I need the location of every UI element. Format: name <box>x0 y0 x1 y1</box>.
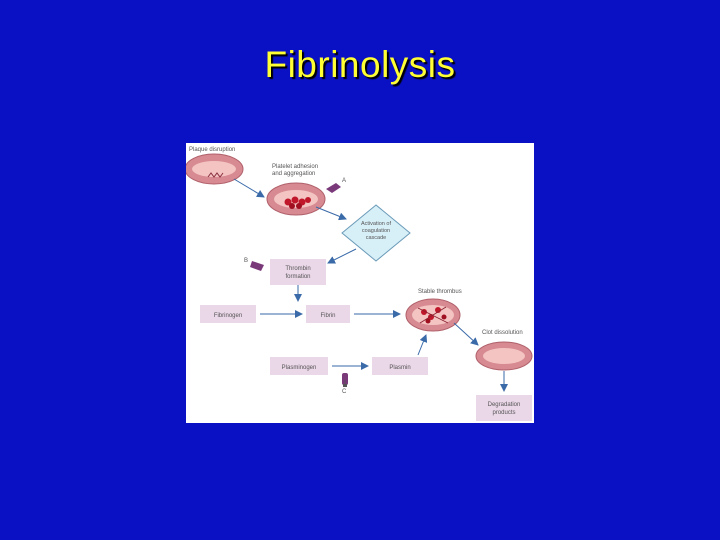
box-plasmin: Plasmin <box>372 357 428 375</box>
label-activation-2: coagulation <box>362 228 390 234</box>
label-plaque-disruption: Plaque disruption <box>189 147 235 153</box>
box-thrombin-formation: Thrombin formation <box>270 259 326 285</box>
label-activation-1: Activation of <box>361 221 391 227</box>
slide-title: Fibrinolysis <box>264 44 456 85</box>
label-marker-a: A <box>342 178 346 184</box>
fibrinolysis-diagram: Plaque disruption Platelet adhesion and … <box>186 143 534 423</box>
label-thrombin-2: formation <box>285 274 310 280</box>
label-clot-dissolution: Clot dissolution <box>482 330 523 336</box>
box-fibrin: Fibrin <box>306 305 350 323</box>
vessel-stable-thrombus <box>405 298 461 332</box>
arrow-thrombus-to-dissolution <box>453 322 479 346</box>
label-platelet-adhesion-2: and aggregation <box>272 171 315 177</box>
label-marker-c: C <box>342 389 347 395</box>
vessel-plaque-disruption <box>186 153 244 185</box>
drug-marker-b: B <box>244 258 264 271</box>
label-activation-3: cascade <box>366 235 387 241</box>
label-degradation-2: products <box>492 410 515 416</box>
label-thrombin-1: Thrombin <box>285 266 310 272</box>
drug-marker-a: A <box>326 178 346 193</box>
label-marker-b: B <box>244 258 248 264</box>
arrow-plasmin-to-thrombus <box>417 334 428 356</box>
vessel-clot-dissolution <box>475 341 533 371</box>
box-plasminogen: Plasminogen <box>270 357 328 375</box>
box-degradation-products: Degradation products <box>476 395 532 421</box>
label-platelet-adhesion-1: Platelet adhesion <box>272 164 318 170</box>
arrow-plaque-to-platelet <box>233 178 265 198</box>
diamond-activation-coagulation: Activation of coagulation cascade <box>341 204 411 262</box>
label-fibrin: Fibrin <box>320 313 335 319</box>
label-degradation-1: Degradation <box>488 402 521 408</box>
label-fibrinogen: Fibrinogen <box>214 313 242 319</box>
label-stable-thrombus: Stable thrombus <box>418 289 462 295</box>
label-plasminogen: Plasminogen <box>282 365 317 371</box>
drug-marker-c: C <box>342 373 348 395</box>
vessel-platelet-aggregation <box>266 182 326 216</box>
box-fibrinogen: Fibrinogen <box>200 305 256 323</box>
arrow-platelet-to-activation <box>315 206 347 221</box>
label-plasmin: Plasmin <box>389 365 410 371</box>
diagram-canvas: Plaque disruption Platelet adhesion and … <box>186 147 533 421</box>
arrow-activation-to-thrombin <box>327 248 357 264</box>
